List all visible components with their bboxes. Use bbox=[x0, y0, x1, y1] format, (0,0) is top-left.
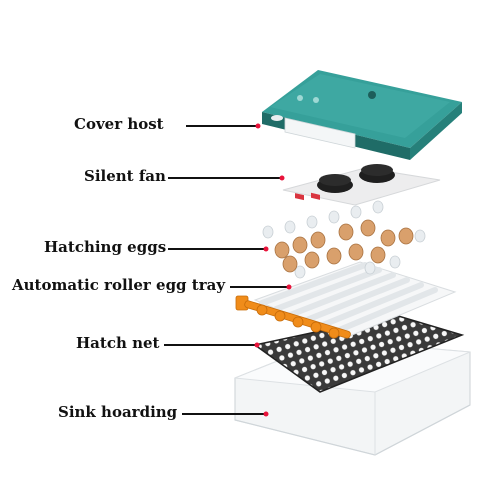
leader-dot-hatching-eggs bbox=[263, 246, 269, 252]
leader-dot-cover-host bbox=[255, 123, 261, 129]
silent-fan-part bbox=[282, 164, 441, 206]
roller-egg-tray-part bbox=[235, 261, 457, 339]
leader-dot-sink-hoarding bbox=[263, 411, 269, 417]
label-cover-host: Cover host bbox=[74, 115, 164, 133]
label-hatch-net: Hatch net bbox=[76, 334, 160, 352]
label-sink-hoarding: Sink hoarding bbox=[58, 403, 178, 421]
label-silent-fan: Silent fan bbox=[84, 167, 166, 185]
leader-dot-hatch-net bbox=[254, 342, 260, 348]
leader-dot-silent-fan bbox=[279, 175, 285, 181]
label-roller-egg-tray: Automatic roller egg tray bbox=[12, 276, 226, 294]
leader-dots bbox=[254, 123, 292, 417]
cover-host-part bbox=[262, 70, 462, 201]
label-hatching-eggs: Hatching eggs bbox=[44, 238, 167, 256]
leader-lines bbox=[164, 125, 289, 415]
leader-dot-roller-tray bbox=[286, 284, 292, 290]
hatching-eggs-part bbox=[262, 200, 426, 279]
